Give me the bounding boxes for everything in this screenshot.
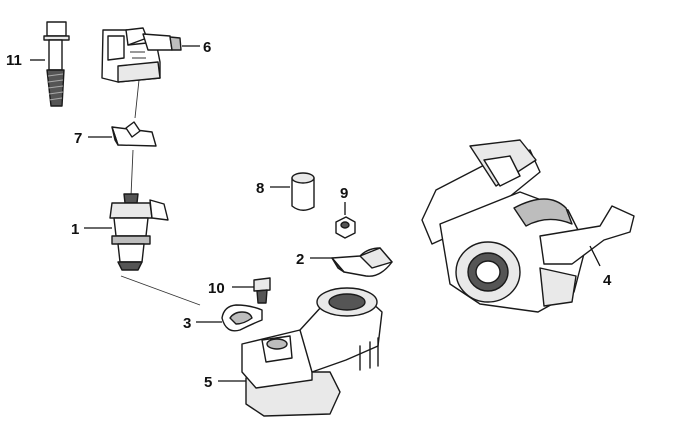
callout-5: 5 bbox=[204, 374, 212, 391]
nut-drawing bbox=[335, 216, 356, 239]
injector-connector-drawing bbox=[101, 27, 182, 83]
callout-10: 10 bbox=[208, 280, 225, 297]
callout-11: 11 bbox=[6, 52, 22, 69]
callout-2: 2 bbox=[296, 251, 304, 268]
cap-drawing bbox=[291, 172, 315, 211]
callout-6: 6 bbox=[203, 39, 211, 56]
small-bolt-drawing bbox=[253, 277, 271, 304]
callout-1: 1 bbox=[71, 221, 79, 238]
fuel-injector-drawing bbox=[109, 193, 169, 271]
intake-manifold-drawing bbox=[241, 287, 383, 417]
leader-4 bbox=[589, 245, 601, 267]
callout-4: 4 bbox=[603, 272, 612, 289]
callout-7: 7 bbox=[74, 130, 82, 147]
injector-wire bbox=[130, 79, 140, 197]
callout-8: 8 bbox=[256, 180, 264, 197]
injector-clip-drawing bbox=[111, 121, 157, 147]
throttle-body-drawing bbox=[421, 139, 635, 313]
hose-clamp-drawing bbox=[221, 304, 263, 332]
callout-3: 3 bbox=[183, 315, 191, 332]
bolt-drawing bbox=[43, 21, 70, 107]
bracket-clamp-drawing bbox=[331, 247, 393, 277]
callout-9: 9 bbox=[340, 185, 348, 202]
injector-wire-to-manifold bbox=[120, 275, 201, 306]
